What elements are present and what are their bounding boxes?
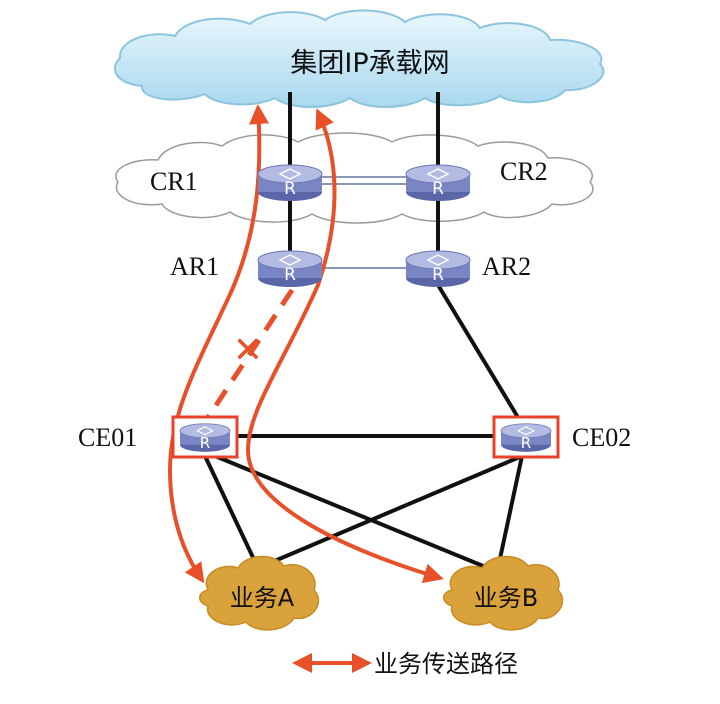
router-cr2: R (405, 164, 471, 202)
legend: 业务传送路径 (292, 650, 518, 678)
router-ar1: R (257, 250, 323, 288)
service-path-b (245, 108, 444, 583)
router-ce02: R (492, 415, 560, 459)
router-ar1-glyph: R (284, 265, 296, 285)
link-ce01-service-b (214, 454, 489, 570)
label-cr2: CR2 (500, 157, 548, 186)
service-b-cloud: 业务B (443, 555, 564, 631)
router-ce02-glyph: R (521, 434, 531, 452)
link-ce01-service-a (203, 455, 260, 569)
service-path-a (167, 104, 270, 584)
router-ar2-glyph: R (432, 265, 444, 285)
link-ce02-service-a (257, 454, 523, 570)
service-a-cloud: 业务A (199, 555, 320, 631)
label-cr1: CR1 (150, 167, 198, 196)
link-ce02-service-b (496, 455, 524, 569)
router-cr1: R (257, 164, 323, 202)
router-cr1-glyph: R (284, 179, 296, 199)
link-ar2-ce02 (436, 283, 524, 426)
label-ce01: CE01 (78, 423, 137, 452)
label-ar1: AR1 (170, 252, 219, 281)
failure-x-icon: ✕ (233, 330, 263, 371)
ip-bearer-network-cloud: 集团IP承载网 (114, 9, 605, 108)
router-ce01-glyph: R (200, 434, 210, 452)
label-ce02: CE02 (572, 423, 631, 452)
router-ar2: R (405, 250, 471, 288)
cloud-label: 集团IP承载网 (290, 48, 449, 79)
service-a-label: 业务A (230, 584, 295, 612)
label-ar2: AR2 (482, 252, 531, 281)
legend-label: 业务传送路径 (374, 650, 518, 678)
service-b-label: 业务B (474, 584, 538, 612)
router-cr2-glyph: R (432, 179, 444, 199)
router-ce01: R (171, 415, 239, 459)
